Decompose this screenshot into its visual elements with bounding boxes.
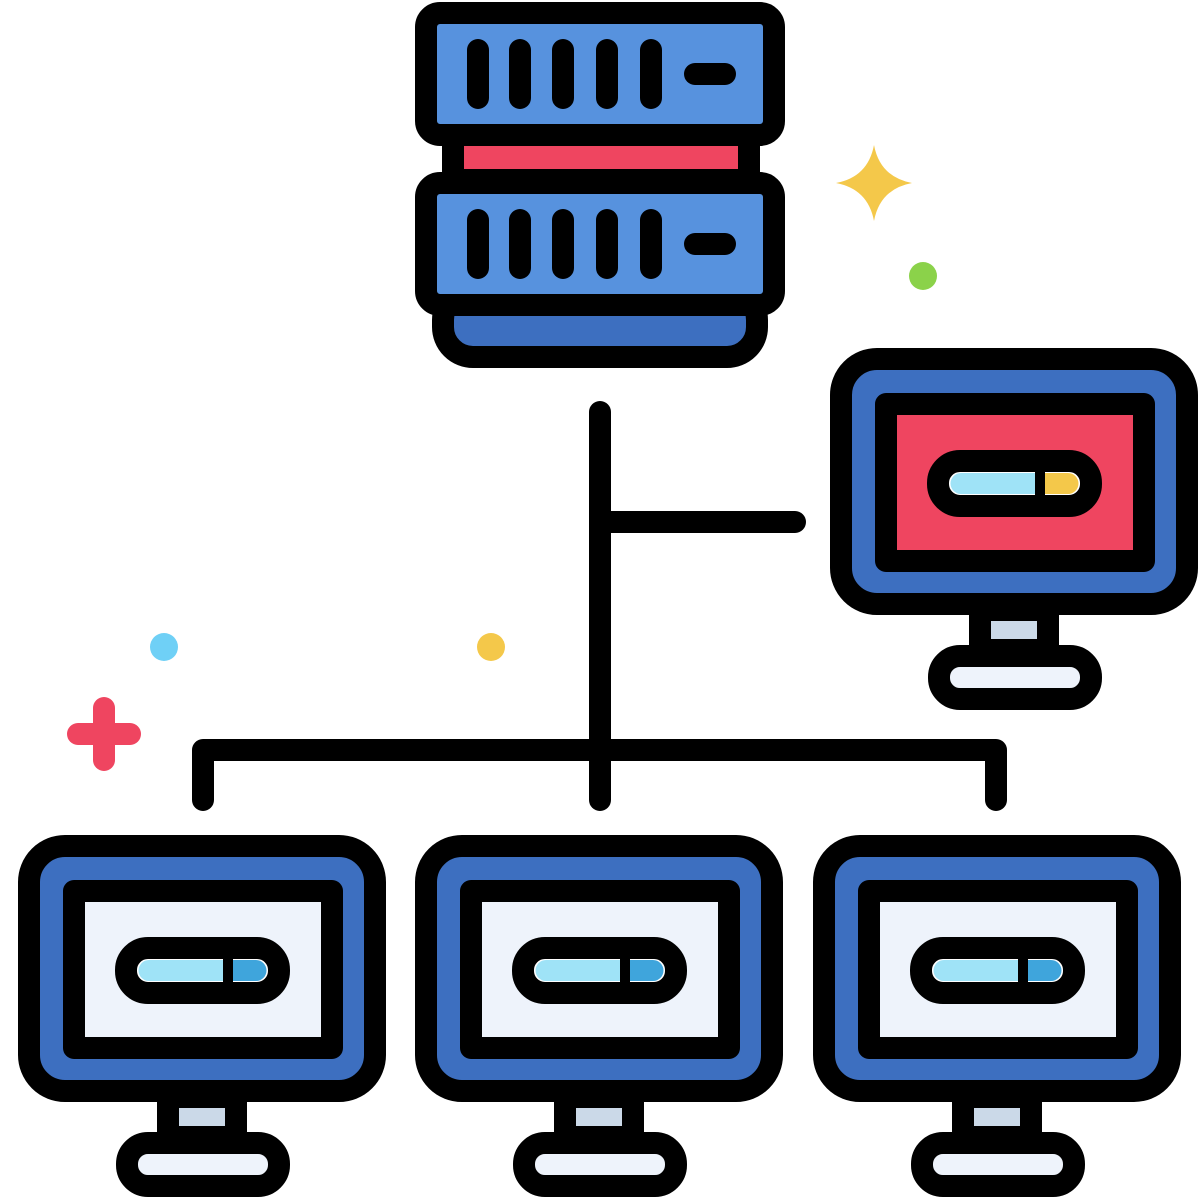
monitor-base xyxy=(928,645,1102,710)
blue-dot-icon xyxy=(150,633,178,661)
monitor-neck xyxy=(969,599,1059,661)
green-dot-icon xyxy=(909,262,937,290)
server-icon xyxy=(415,2,785,368)
sparkle-icon xyxy=(836,145,912,221)
server-slots xyxy=(467,39,736,279)
monitor-neck xyxy=(157,1086,247,1148)
progress-fill xyxy=(138,960,228,981)
monitor-center-icon xyxy=(415,835,783,1197)
monitor-base xyxy=(513,1132,687,1197)
progress-fill xyxy=(933,960,1023,981)
yellow-dot-icon xyxy=(477,633,505,661)
monitor-right-icon xyxy=(813,835,1181,1197)
monitor-base xyxy=(911,1132,1085,1197)
plus-icon xyxy=(67,697,141,771)
monitor-base xyxy=(116,1132,290,1197)
monitor-highlighted-icon xyxy=(830,348,1198,710)
progress-end xyxy=(1040,473,1079,494)
monitor-neck xyxy=(952,1086,1042,1148)
monitor-neck xyxy=(554,1086,644,1148)
progress-fill xyxy=(950,473,1040,494)
connection-lines xyxy=(192,401,1007,811)
branch-line-bottom xyxy=(192,739,1007,811)
progress-end xyxy=(1023,960,1062,981)
progress-end xyxy=(625,960,664,981)
progress-end xyxy=(228,960,267,981)
progress-fill xyxy=(535,960,625,981)
monitor-left-icon xyxy=(18,835,386,1197)
